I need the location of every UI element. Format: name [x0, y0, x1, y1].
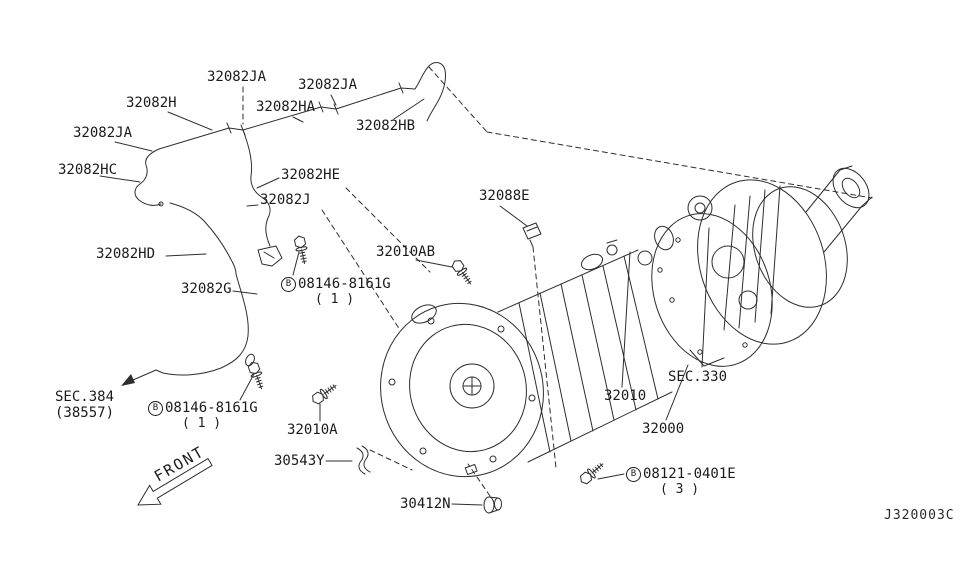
- section-ref-line1: SEC.384: [55, 389, 115, 405]
- section-ref-330: SEC.330: [668, 369, 728, 386]
- part-label: 32082J: [260, 192, 311, 208]
- fastener-number: 08146-8161G: [165, 400, 258, 416]
- fastener-number: 08146-8161G: [298, 276, 391, 292]
- part-label: 32010A: [287, 422, 338, 438]
- part-label: 32082G: [181, 281, 232, 297]
- front-arrow: FRONT: [137, 442, 213, 506]
- part-label: 32000: [642, 421, 685, 437]
- fastener-label: B 08121-0401E ( 3 ): [626, 466, 736, 497]
- part-label: 32082JA: [207, 69, 267, 85]
- fastener-label: B 08146-8161G ( 1 ): [148, 400, 258, 431]
- circled-b-badge: B: [281, 277, 296, 293]
- part-label: 32010: [604, 388, 647, 404]
- section-ref-line1: SEC.330: [668, 369, 728, 385]
- section-ref-384: SEC.384 (38557): [55, 389, 115, 421]
- part-label: 32082H: [126, 95, 177, 111]
- part-label: 30412N: [400, 496, 451, 512]
- fastener-qty: ( 3 ): [660, 481, 700, 497]
- part-label: 32088E: [479, 188, 530, 204]
- bolt-icons: [246, 234, 607, 487]
- circled-b-badge: B: [626, 467, 641, 483]
- part-label: 32082HA: [256, 99, 316, 115]
- circled-b-badge: B: [148, 401, 163, 417]
- part-label: 32082HD: [96, 246, 156, 262]
- fastener-number: 08121-0401E: [643, 466, 736, 482]
- part-label: 32010AB: [376, 244, 436, 260]
- leader-lines: [99, 94, 710, 506]
- part-label: 32082HC: [58, 162, 118, 178]
- section-ref-line2: (38557): [55, 404, 115, 421]
- part-label: 32082HE: [281, 167, 341, 183]
- transmission-drawing: [380, 165, 873, 478]
- part-label: 32082JA: [298, 77, 358, 93]
- diagram-code: J320003C: [884, 508, 955, 523]
- fastener-qty: ( 1 ): [182, 415, 222, 431]
- part-label: 32082HB: [356, 118, 416, 134]
- clip-icons: [356, 222, 542, 514]
- construction-lines: [242, 66, 873, 497]
- fastener-label: B 08146-8161G ( 1 ): [281, 276, 391, 307]
- pipes-drawing: [121, 62, 446, 386]
- fastener-qty: ( 1 ): [315, 291, 355, 307]
- part-label: 30543Y: [274, 453, 325, 469]
- part-label: 32082JA: [73, 125, 133, 141]
